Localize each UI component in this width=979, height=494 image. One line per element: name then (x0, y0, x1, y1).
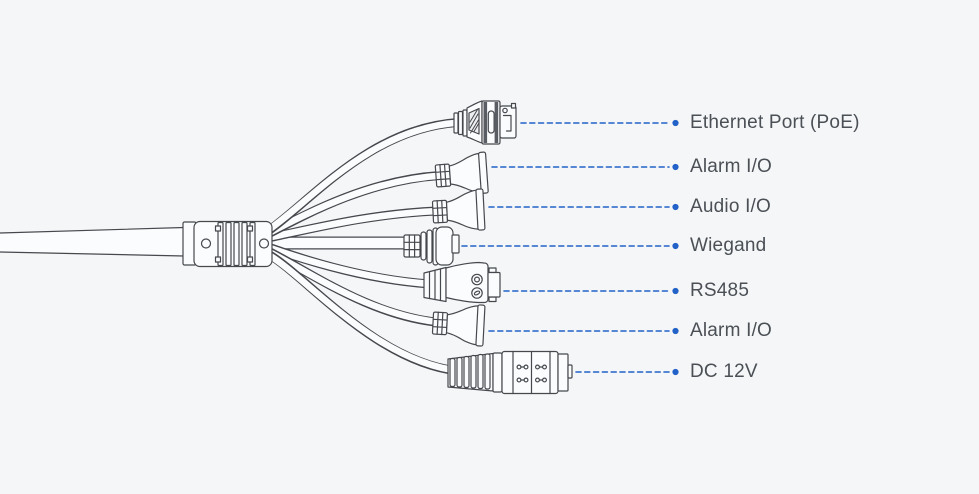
audio-cable (263, 206, 442, 243)
wiegand-connector (403, 226, 460, 266)
callout-lines (461, 122, 670, 373)
callout-dot (672, 203, 679, 211)
dc-cable (263, 249, 464, 376)
label-audio-io: Audio I/O (690, 196, 772, 217)
fan-cables (261, 118, 464, 376)
callout-dot (672, 163, 679, 171)
callout-dot (672, 242, 679, 250)
label-ethernet-port-poe: Ethernet Port (PoE) (690, 112, 860, 133)
ethernet-cable (263, 118, 464, 236)
ethernet-connector (453, 100, 517, 145)
label-alarm-io-2: Alarm I/O (690, 320, 773, 341)
label-alarm-io-1: Alarm I/O (690, 156, 773, 177)
label-dc-12v: DC 12V (690, 361, 758, 382)
callout-dots (672, 119, 679, 376)
cable-junction (182, 220, 273, 268)
alarm-io-connector-2 (431, 301, 486, 347)
label-rs485: RS485 (690, 280, 750, 301)
audio-io-connector (431, 188, 486, 234)
main-cable (0, 226, 185, 257)
dc-12v-connector (447, 350, 573, 395)
callout-dot (672, 327, 679, 335)
callout-dot (672, 119, 679, 127)
rs485-cable (263, 242, 436, 289)
callout-dot (672, 287, 679, 295)
alarm-1-cable (263, 171, 446, 239)
label-wiegand: Wiegand (690, 235, 767, 256)
rs485-connector (423, 261, 501, 304)
callout-dot (672, 368, 679, 376)
